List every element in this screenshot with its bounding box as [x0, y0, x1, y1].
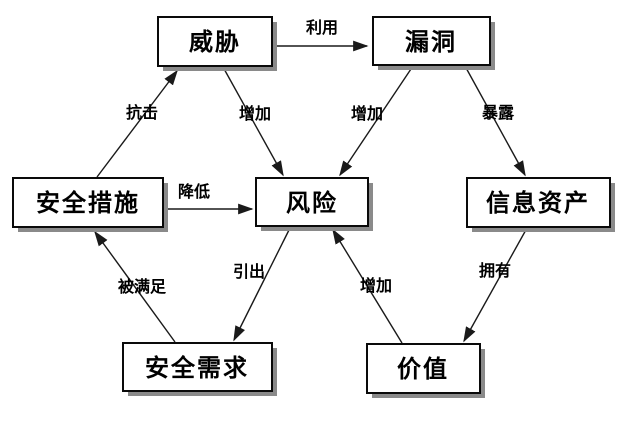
- node-box: [12, 177, 164, 228]
- node-information-assets: 信息资产: [466, 177, 615, 232]
- edge-label: 引出: [233, 262, 265, 281]
- edge-label: 拥有: [479, 261, 511, 280]
- arrow-line: [463, 227, 528, 343]
- node-label: 风险: [286, 189, 338, 217]
- edge-value-increases-risk: 增加: [332, 228, 403, 344]
- node-box: [122, 342, 273, 392]
- node-security-measures: 安全措施: [12, 177, 168, 232]
- node-box: [466, 177, 611, 228]
- arrow-line: [222, 66, 284, 177]
- node-security-requirements: 安全需求: [122, 342, 277, 396]
- edge-vulnerability-exposes-assets: 暴露: [464, 65, 526, 177]
- edge-measures-reduce-risk: 降低: [164, 182, 254, 215]
- edge-label: 降低: [178, 182, 210, 201]
- arrow-line: [96, 69, 178, 178]
- edge-threat-increases-risk: 增加: [222, 66, 284, 177]
- node-label: 安全需求: [145, 354, 249, 382]
- edge-label: 被满足: [118, 277, 167, 296]
- node-box: [157, 16, 273, 67]
- node-risk: 风险: [255, 177, 373, 231]
- arrow-line: [233, 227, 291, 342]
- arrow-line: [339, 65, 414, 177]
- edge-label: 增加: [360, 276, 392, 295]
- node-value: 价值: [366, 343, 485, 398]
- edge-label: 增加: [351, 104, 383, 123]
- node-label: 信息资产: [486, 189, 590, 217]
- arrow-line: [94, 230, 176, 343]
- node-vulnerability: 漏洞: [372, 16, 495, 70]
- arrow-line: [464, 65, 526, 177]
- edge-label: 增加: [239, 104, 271, 123]
- node-box: [372, 16, 491, 66]
- edge-measures-resist-threat: 抗击: [96, 69, 178, 178]
- node-box: [255, 177, 369, 227]
- node-label: 威胁: [189, 28, 241, 56]
- node-box: [366, 343, 481, 394]
- arrow-line: [332, 228, 403, 344]
- node-threat: 威胁: [157, 16, 277, 71]
- edge-assets-have-value: 拥有: [463, 227, 528, 343]
- edge-requirements-satisfied-by-measures: 被满足: [94, 230, 176, 343]
- edge-label: 利用: [306, 18, 338, 37]
- edge-label: 抗击: [126, 103, 158, 122]
- node-label: 价值: [397, 355, 449, 383]
- edge-vulnerability-increases-risk: 增加: [339, 65, 414, 177]
- node-label: 安全措施: [36, 189, 140, 217]
- node-label: 漏洞: [405, 29, 457, 56]
- edge-threat-exploits-vulnerability: 利用: [272, 18, 369, 52]
- edge-risk-derives-requirements: 引出: [233, 227, 291, 342]
- edge-label: 暴露: [481, 104, 515, 122]
